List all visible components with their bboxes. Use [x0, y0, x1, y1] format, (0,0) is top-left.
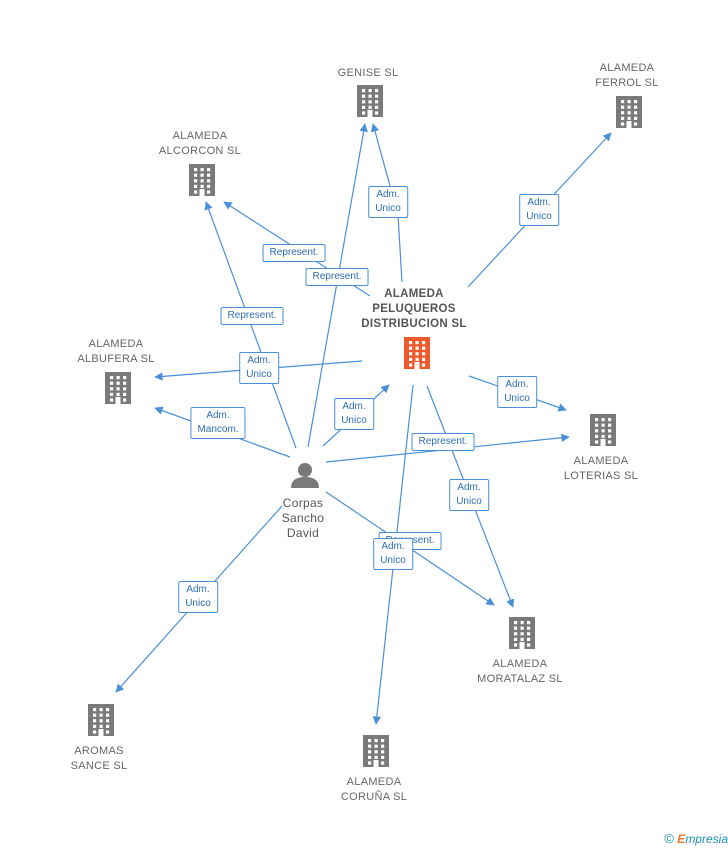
building-icon[interactable] — [189, 164, 215, 196]
building-icon[interactable] — [105, 372, 131, 404]
node-label-aromas[interactable]: AROMAS SANCE SL — [70, 745, 128, 772]
building-icon[interactable] — [590, 414, 616, 446]
edge-role-label[interactable]: Adm. Unico — [239, 352, 279, 384]
edge-role-label[interactable]: Adm. Unico — [334, 398, 374, 430]
node-label-person[interactable]: Corpas Sancho David — [281, 496, 325, 540]
brand-name: mpresia — [685, 832, 728, 846]
building-icon[interactable] — [509, 617, 535, 649]
building-icon[interactable] — [357, 85, 383, 117]
edge-role-label[interactable]: Represent. — [411, 433, 475, 451]
edge-role-label[interactable]: Adm. Unico — [368, 186, 408, 218]
edge-role-label[interactable]: Adm. Unico — [373, 538, 413, 570]
edge-role-label[interactable]: Represent. — [262, 244, 326, 262]
copyright-symbol: © — [664, 831, 674, 846]
building-icon[interactable] — [404, 337, 430, 369]
node-label-coruna[interactable]: ALAMEDA CORUÑA SL — [340, 776, 408, 803]
brand-initial: E — [677, 832, 686, 846]
edge-role-label[interactable]: Represent. — [220, 307, 284, 325]
node-label-moratalaz[interactable]: ALAMEDA MORATALAZ SL — [477, 658, 563, 685]
node-label-genise[interactable]: GENISE SL — [337, 67, 399, 79]
node-label-main[interactable]: ALAMEDA PELUQUEROS DISTRIBUCION SL — [361, 288, 467, 330]
node-label-alcorcon[interactable]: ALAMEDA ALCORCON SL — [158, 130, 242, 157]
edge-role-label[interactable]: Adm. Unico — [497, 376, 537, 408]
node-label-albufera[interactable]: ALAMEDA ALBUFERA SL — [77, 338, 155, 365]
building-icon[interactable] — [88, 704, 114, 736]
edge-line — [204, 201, 297, 449]
building-icon[interactable] — [616, 96, 642, 128]
edge-role-label[interactable]: Adm. Unico — [178, 581, 218, 613]
empresia-logo[interactable]: © Empresia — [664, 831, 728, 846]
building-icon[interactable] — [363, 735, 389, 767]
node-label-loterias[interactable]: ALAMEDA LOTERIAS SL — [563, 455, 639, 482]
node-label-ferrol[interactable]: ALAMEDA FERROL SL — [595, 62, 659, 89]
edge-role-label[interactable]: Adm. Mancom. — [190, 407, 246, 439]
person-icon[interactable] — [291, 463, 319, 488]
edge-role-label[interactable]: Adm. Unico — [519, 194, 559, 226]
edge-role-label[interactable]: Represent. — [305, 268, 369, 286]
edge-role-label[interactable]: Adm. Unico — [449, 479, 489, 511]
